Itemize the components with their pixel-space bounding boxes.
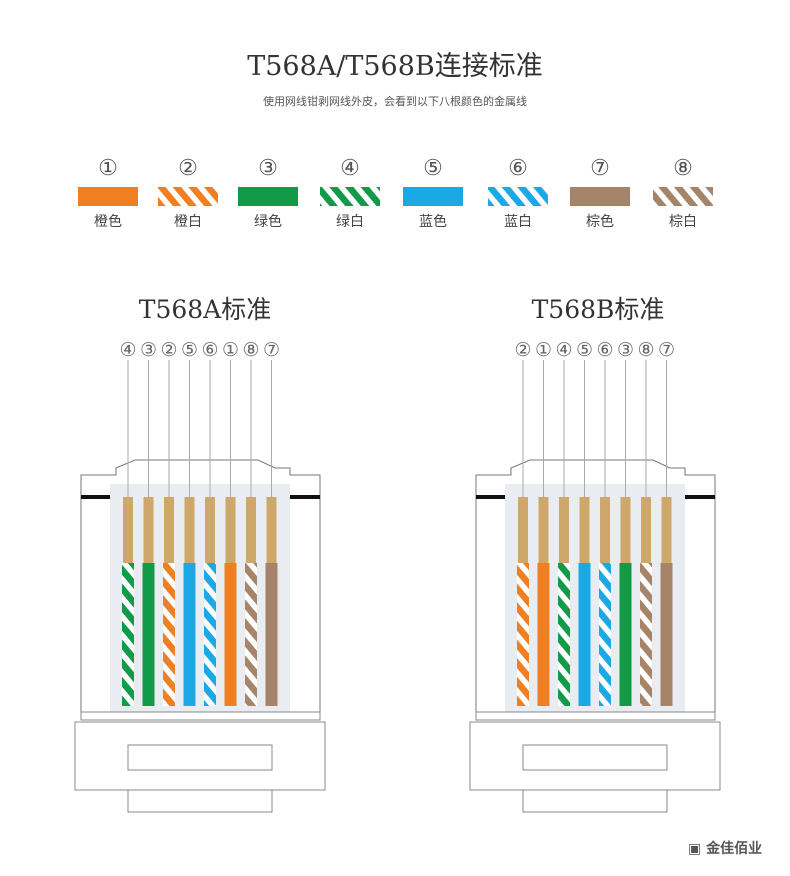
pin-label: ⑤ bbox=[181, 339, 198, 361]
gold-contact bbox=[143, 497, 154, 563]
gold-contact bbox=[579, 497, 590, 563]
wire-blue bbox=[183, 563, 196, 706]
gold-contact bbox=[559, 497, 569, 563]
legend-label: 橙色 bbox=[94, 213, 122, 230]
pin-label: ⑤ bbox=[576, 339, 593, 361]
legend-number: ① bbox=[98, 156, 118, 181]
gold-contact bbox=[246, 497, 256, 563]
wire-orange bbox=[224, 563, 237, 706]
gold-contact bbox=[266, 497, 277, 563]
pin-label: ⑧ bbox=[242, 339, 259, 361]
pin-label: ⑦ bbox=[263, 339, 280, 361]
wire-brown-white bbox=[640, 563, 652, 706]
pin-label: ⑧ bbox=[637, 339, 654, 361]
gold-contact bbox=[661, 497, 672, 563]
legend-label: 蓝白 bbox=[504, 214, 532, 230]
gold-contact bbox=[225, 497, 236, 563]
gold-contact bbox=[123, 497, 133, 563]
t568b-title: T568B标准 bbox=[531, 295, 665, 324]
legend-swatch-brown bbox=[570, 187, 630, 206]
pin-label: ④ bbox=[555, 339, 572, 361]
gold-contact bbox=[538, 497, 549, 563]
gold-contact bbox=[205, 497, 215, 563]
wire-green bbox=[619, 563, 632, 706]
gold-contact bbox=[600, 497, 610, 563]
legend-number: ③ bbox=[258, 156, 278, 181]
pin-label: ① bbox=[535, 339, 552, 361]
legend-label: 绿色 bbox=[254, 213, 282, 230]
legend-number: ⑤ bbox=[423, 156, 443, 181]
pin-label: ③ bbox=[617, 339, 634, 361]
subtitle: 使用网线钳剥网线外皮，会看到以下八根颜色的金属线 bbox=[263, 95, 527, 108]
legend-label: 绿白 bbox=[336, 214, 364, 230]
page-title: T568A/T568B连接标准 bbox=[247, 51, 543, 82]
legend-swatch-blue-white bbox=[488, 187, 548, 206]
brand-name: 金佳佰业 bbox=[706, 841, 763, 857]
pin-label: ③ bbox=[140, 339, 157, 361]
legend-label: 橙白 bbox=[174, 214, 202, 230]
pin-label: ② bbox=[514, 339, 531, 361]
pin-label: ① bbox=[222, 339, 239, 361]
gold-contact bbox=[164, 497, 174, 563]
legend-number: ④ bbox=[340, 156, 360, 181]
brand-logo: ▣ 金佳佰业 bbox=[688, 841, 763, 857]
legend-label: 蓝色 bbox=[419, 213, 447, 230]
pin-label: ④ bbox=[119, 339, 136, 361]
wire-green-white bbox=[122, 563, 134, 706]
legend-swatch-orange-white bbox=[158, 187, 218, 206]
t568a-title: T568A标准 bbox=[138, 295, 272, 324]
wire-brown bbox=[265, 563, 278, 706]
wire-orange-white bbox=[163, 563, 175, 706]
legend-number: ⑥ bbox=[508, 156, 528, 181]
wire-blue-white bbox=[599, 563, 611, 706]
pin-label: ⑦ bbox=[658, 339, 675, 361]
wire-brown bbox=[660, 563, 673, 706]
gold-contact bbox=[620, 497, 631, 563]
wire-brown-white bbox=[245, 563, 257, 706]
pin-label: ⑥ bbox=[201, 339, 218, 361]
wire-orange bbox=[537, 563, 550, 706]
gold-contact bbox=[518, 497, 528, 563]
pin-label: ⑥ bbox=[596, 339, 613, 361]
gold-contact bbox=[641, 497, 651, 563]
legend-swatch-green bbox=[238, 187, 298, 206]
legend-swatch-green-white bbox=[320, 187, 380, 206]
legend-label: 棕白 bbox=[669, 214, 697, 230]
legend-number: ⑧ bbox=[673, 156, 693, 181]
legend-swatch-blue bbox=[403, 187, 463, 206]
pin-label: ② bbox=[160, 339, 177, 361]
wire-blue bbox=[578, 563, 591, 706]
gold-contact bbox=[184, 497, 195, 563]
wire-green-white bbox=[558, 563, 570, 706]
legend-swatch-orange bbox=[78, 187, 138, 206]
legend-number: ② bbox=[178, 156, 198, 181]
legend-swatch-brown-white bbox=[653, 187, 713, 206]
wire-orange-white bbox=[517, 563, 529, 706]
wire-blue-white bbox=[204, 563, 216, 706]
legend-number: ⑦ bbox=[590, 156, 610, 181]
legend-label: 棕色 bbox=[586, 213, 614, 230]
wire-green bbox=[142, 563, 155, 706]
